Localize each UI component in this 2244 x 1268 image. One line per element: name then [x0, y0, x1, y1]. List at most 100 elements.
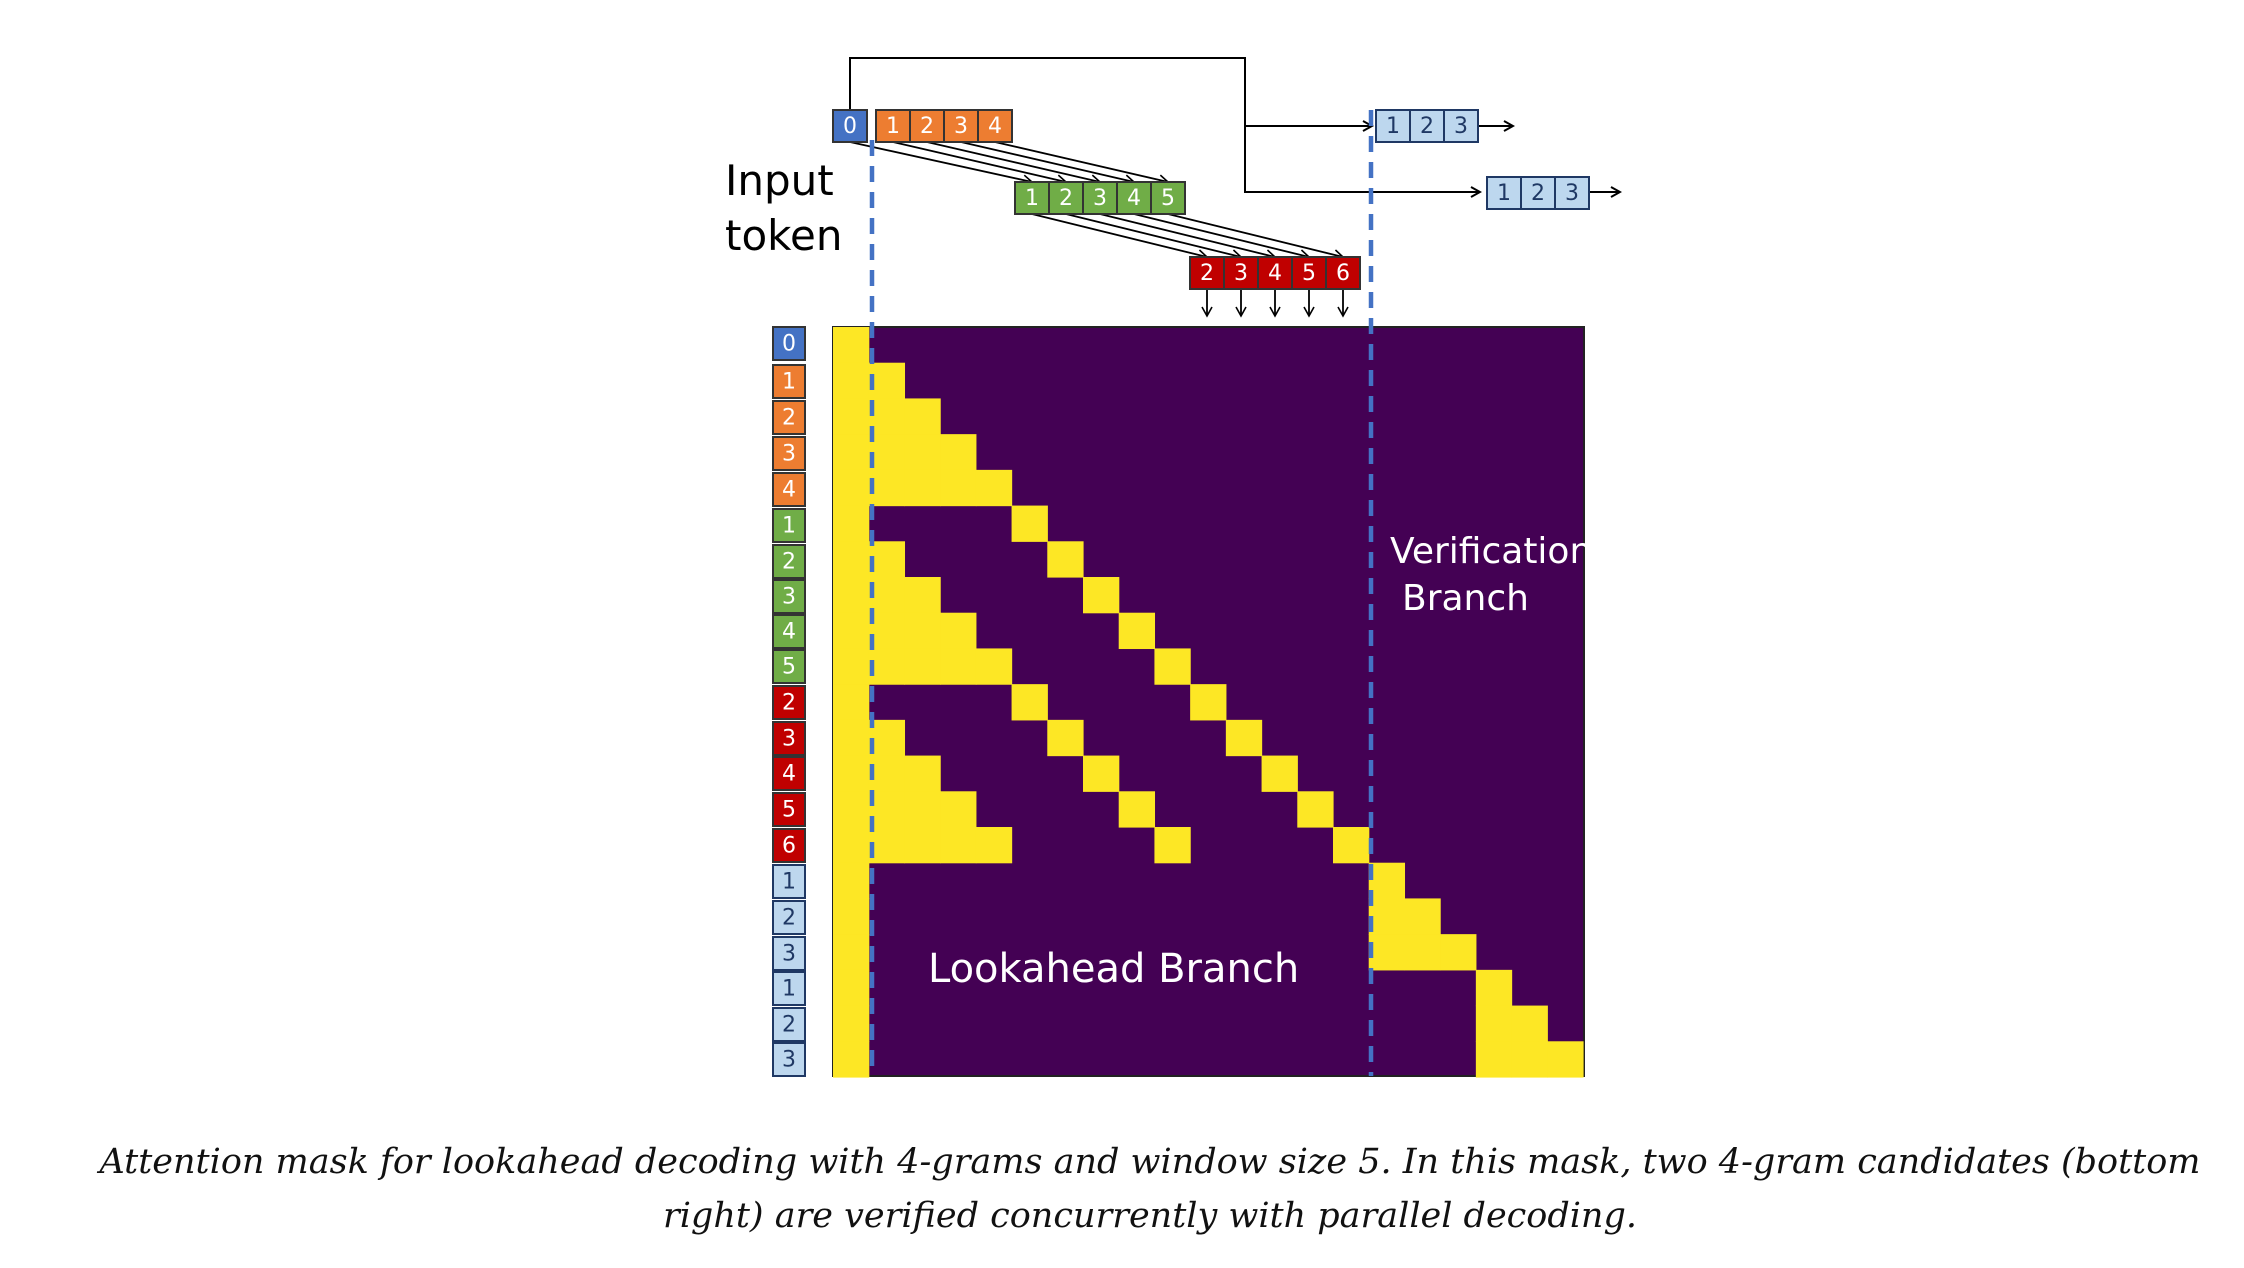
side-token-5: 4 — [772, 472, 806, 507]
side-token-2-box — [772, 364, 806, 399]
mask-cell-attend — [904, 612, 941, 650]
mask-cell-attend — [1404, 898, 1441, 935]
mask-cell-attend — [868, 612, 906, 650]
side-token-2: 1 — [772, 364, 806, 399]
side-token-18-label: 3 — [782, 942, 796, 967]
mask-cell-attend — [1154, 827, 1191, 864]
red-row-token-2-box — [1189, 256, 1225, 290]
input-to-green-arrow — [926, 141, 1102, 186]
red-row-token-4-label: 4 — [1268, 261, 1282, 286]
mask-cell-attend — [833, 898, 870, 935]
side-token-16-label: 1 — [782, 870, 796, 895]
mask-cell-attend — [1475, 969, 1513, 1007]
mask-cell-attend — [940, 434, 977, 471]
mask-cell-attend — [833, 648, 870, 685]
mask-cell-attend — [1404, 934, 1441, 971]
mask-cell-attend — [1118, 791, 1156, 828]
green-row-token-2: 2 — [1048, 181, 1084, 215]
candidate1-token-1: 1 — [1375, 109, 1411, 143]
candidate2-token-2-box — [1520, 176, 1556, 210]
mask-cell-attend — [868, 719, 906, 757]
green-row-token-3-label: 3 — [1093, 186, 1107, 211]
side-token-13-label: 4 — [782, 762, 796, 787]
input-row-token-1: 1 — [875, 109, 911, 143]
mask-cell-attend — [833, 505, 870, 542]
mask-cell-attend — [833, 469, 870, 507]
green-row-token-1-box — [1014, 181, 1050, 215]
red-row-token-6: 6 — [1325, 256, 1361, 290]
side-token-13: 4 — [772, 756, 806, 791]
mask-cell-attend — [833, 1041, 870, 1078]
mask-cell-attend — [940, 827, 977, 864]
mask-cell-attend — [833, 791, 870, 828]
red-row-token-3: 3 — [1223, 256, 1259, 290]
red-row-token-5: 5 — [1291, 256, 1327, 290]
green-to-red-arrow — [1099, 213, 1277, 261]
input-to-green-arrow — [994, 141, 1170, 186]
mask-cell-attend — [833, 934, 870, 971]
mask-cell-attend — [833, 434, 870, 471]
side-token-11-box — [772, 685, 806, 720]
mask-cell-attend — [833, 827, 870, 864]
red-row-token-4: 4 — [1257, 256, 1293, 290]
mask-cell-attend — [1083, 755, 1120, 792]
input-row-token-4: 4 — [977, 109, 1013, 143]
mask-cell-attend — [1225, 719, 1263, 757]
side-token-8: 3 — [772, 579, 806, 614]
side-token-19: 1 — [772, 971, 806, 1006]
input-row-token-2: 2 — [909, 109, 945, 143]
side-token-1-label: 0 — [782, 332, 796, 357]
mask-cell-attend — [1154, 648, 1191, 685]
connector-lines — [849, 57, 1620, 192]
input-row-token-1-label: 1 — [886, 114, 900, 139]
mask-cell-attend — [1440, 934, 1477, 971]
candidate2-token-1: 1 — [1486, 176, 1522, 210]
mask-cell-attend — [904, 648, 941, 685]
side-token-20-box — [772, 1007, 806, 1042]
mask-cell-attend — [904, 755, 941, 792]
side-token-7-box — [772, 544, 806, 579]
candidate1-token-2-label: 2 — [1420, 114, 1434, 139]
green-to-red-arrow — [1065, 213, 1243, 261]
candidate2-token-2-label: 2 — [1531, 181, 1545, 206]
mask-cell-attend — [833, 684, 870, 721]
side-token-14-box — [772, 792, 806, 827]
side-token-19-box — [772, 971, 806, 1006]
side-token-11-label: 2 — [782, 691, 796, 716]
mask-cell-attend — [940, 791, 977, 828]
mask-cell-attend — [1511, 1005, 1548, 1042]
candidate2-token-2: 2 — [1520, 176, 1556, 210]
green-row-token-5-box — [1150, 181, 1186, 215]
green-row-token-2-label: 2 — [1059, 186, 1073, 211]
mask-cell-attend — [1011, 684, 1048, 721]
mask-cell-attend — [904, 577, 941, 614]
green-row-token-5: 5 — [1150, 181, 1186, 215]
side-token-7-label: 2 — [782, 550, 796, 575]
candidate1-token-3: 3 — [1443, 109, 1479, 143]
input-row-token-3-label: 3 — [954, 114, 968, 139]
side-token-1: 0 — [772, 326, 806, 361]
mask-cell-attend — [1047, 719, 1084, 757]
input-to-green-arrow — [849, 141, 1034, 186]
verification-label-line1: Verification — [1390, 531, 1592, 572]
mask-cell-attend — [868, 469, 906, 507]
mask-cell-attend — [1190, 684, 1227, 721]
candidate2-token-3-box — [1554, 176, 1590, 210]
input-row-token-1-box — [875, 109, 911, 143]
mask-cell-attend — [1047, 541, 1084, 578]
mask-cell-attend — [868, 362, 906, 400]
mask-cell-attend — [1333, 827, 1370, 864]
side-token-4-label: 3 — [782, 442, 796, 467]
side-token-16-box — [772, 864, 806, 899]
input-token-label-line1: Input — [725, 156, 834, 205]
input-row-token-3: 3 — [943, 109, 979, 143]
side-token-17: 2 — [772, 900, 806, 935]
side-token-6-box — [772, 508, 806, 543]
mask-cell-attend — [833, 1005, 870, 1042]
candidate1-token-3-box — [1443, 109, 1479, 143]
candidate1-token-3-label: 3 — [1454, 114, 1468, 139]
mask-cell-attend — [1368, 934, 1406, 971]
mask-cell-attend — [1475, 1005, 1513, 1042]
verification-label-line2: Branch — [1402, 578, 1529, 619]
